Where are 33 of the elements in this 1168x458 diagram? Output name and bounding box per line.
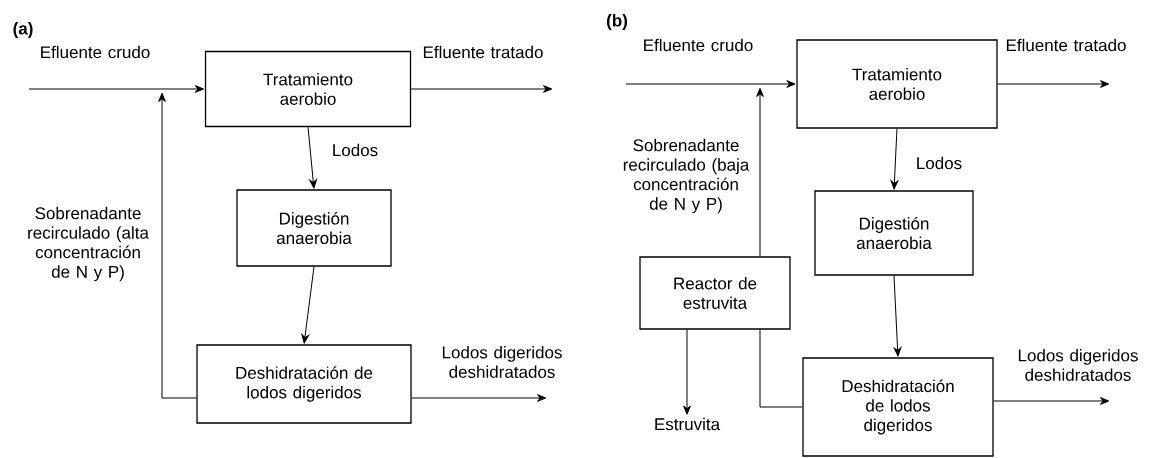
- arrow: [410, 85, 553, 93]
- edge-label: Lodos digeridos deshidratados: [442, 346, 562, 378]
- arrow: [625, 80, 796, 88]
- process-box: Deshidratación de lodos digeridos: [196, 344, 412, 424]
- edge-label: Efluente tratado: [1006, 38, 1126, 52]
- arrow: [893, 275, 902, 357]
- edge-label: Efluente crudo: [41, 45, 150, 59]
- edge-label: Sobrenadante recirculado (alta concentración de N y P): [28, 206, 149, 282]
- arrow: [411, 394, 547, 402]
- arrow: [997, 80, 1110, 88]
- edge-label: Lodos: [917, 156, 962, 170]
- arrow: [993, 397, 1110, 405]
- process-box: Deshidratación de lodos digeridos: [802, 357, 994, 457]
- edge-label: Sobrenadante recirculado (baja concentración de N y P): [623, 138, 750, 214]
- process-box: Tratamiento aerobio: [204, 50, 412, 128]
- arrow: [890, 128, 899, 190]
- arrow: [307, 126, 317, 189]
- process-box: Digestión anaerobia: [814, 190, 974, 276]
- edge-label: Efluente crudo: [644, 38, 753, 52]
- arrow: [28, 85, 205, 93]
- arrow: [301, 266, 315, 344]
- process-box: Reactor de estruvita: [639, 256, 791, 330]
- panel-label: (a): [13, 22, 33, 38]
- panel-label: (b): [607, 14, 627, 30]
- edge-label: Lodos digeridos deshidratados: [1018, 349, 1138, 381]
- process-box: Tratamiento aerobio: [796, 39, 998, 129]
- output-text: Estruvita: [655, 417, 721, 431]
- arrow: [158, 92, 197, 399]
- arrow: [756, 87, 764, 257]
- edge-label: Efluente tratado: [423, 45, 543, 59]
- edge-label: Lodos: [333, 143, 378, 157]
- arrow: [683, 329, 691, 415]
- process-box: Digestión anaerobia: [236, 189, 392, 267]
